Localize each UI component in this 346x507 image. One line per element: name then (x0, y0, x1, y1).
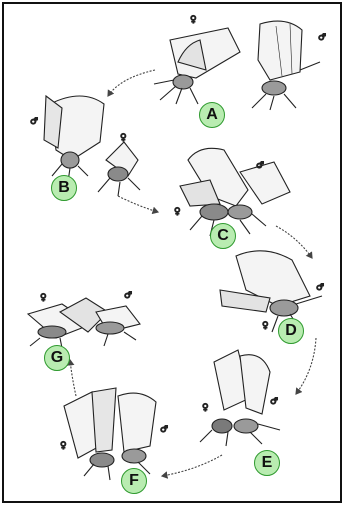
moths-stage-g: ♀ ♂ (28, 291, 140, 348)
stage-label-f: F (121, 468, 147, 494)
arrow-b-to-c (118, 196, 158, 212)
stage-label-a: A (199, 102, 225, 128)
moths-stage-c: ♂ ♀ (174, 148, 290, 236)
moths-stage-d: ♀ ♂ (220, 251, 324, 332)
male-symbol: ♂ (270, 397, 278, 407)
moths-stage-a: ♀ ♂ (154, 15, 326, 110)
female-symbol: ♀ (60, 441, 67, 451)
male-symbol: ♂ (160, 425, 168, 435)
male-symbol: ♂ (30, 117, 38, 127)
arrow-e-to-f (162, 455, 222, 476)
stage-label-b: B (51, 175, 77, 201)
female-symbol: ♀ (40, 293, 47, 303)
moths-stage-b: ♂ ♀ (30, 96, 140, 196)
female-symbol: ♀ (174, 207, 181, 217)
male-symbol: ♂ (318, 33, 326, 43)
stage-label-c: C (210, 223, 236, 249)
male-symbol: ♂ (256, 161, 264, 171)
female-symbol: ♀ (262, 321, 269, 331)
male-symbol: ♂ (124, 291, 132, 301)
male-symbol: ♂ (316, 283, 324, 293)
female-symbol: ♀ (120, 133, 127, 143)
arrow-d-to-e (296, 338, 316, 394)
female-symbol: ♀ (190, 15, 197, 25)
female-symbol: ♀ (202, 403, 209, 413)
arrow-a-to-b (108, 70, 155, 96)
stage-label-e: E (254, 450, 280, 476)
arrow-c-to-d (276, 226, 312, 258)
moths-stage-e: ♀ ♂ (200, 350, 280, 446)
arrow-f-to-g (70, 360, 76, 396)
stage-label-g: G (44, 345, 70, 371)
stage-label-d: D (278, 318, 304, 344)
moths-stage-f: ♀ ♂ (60, 388, 168, 480)
